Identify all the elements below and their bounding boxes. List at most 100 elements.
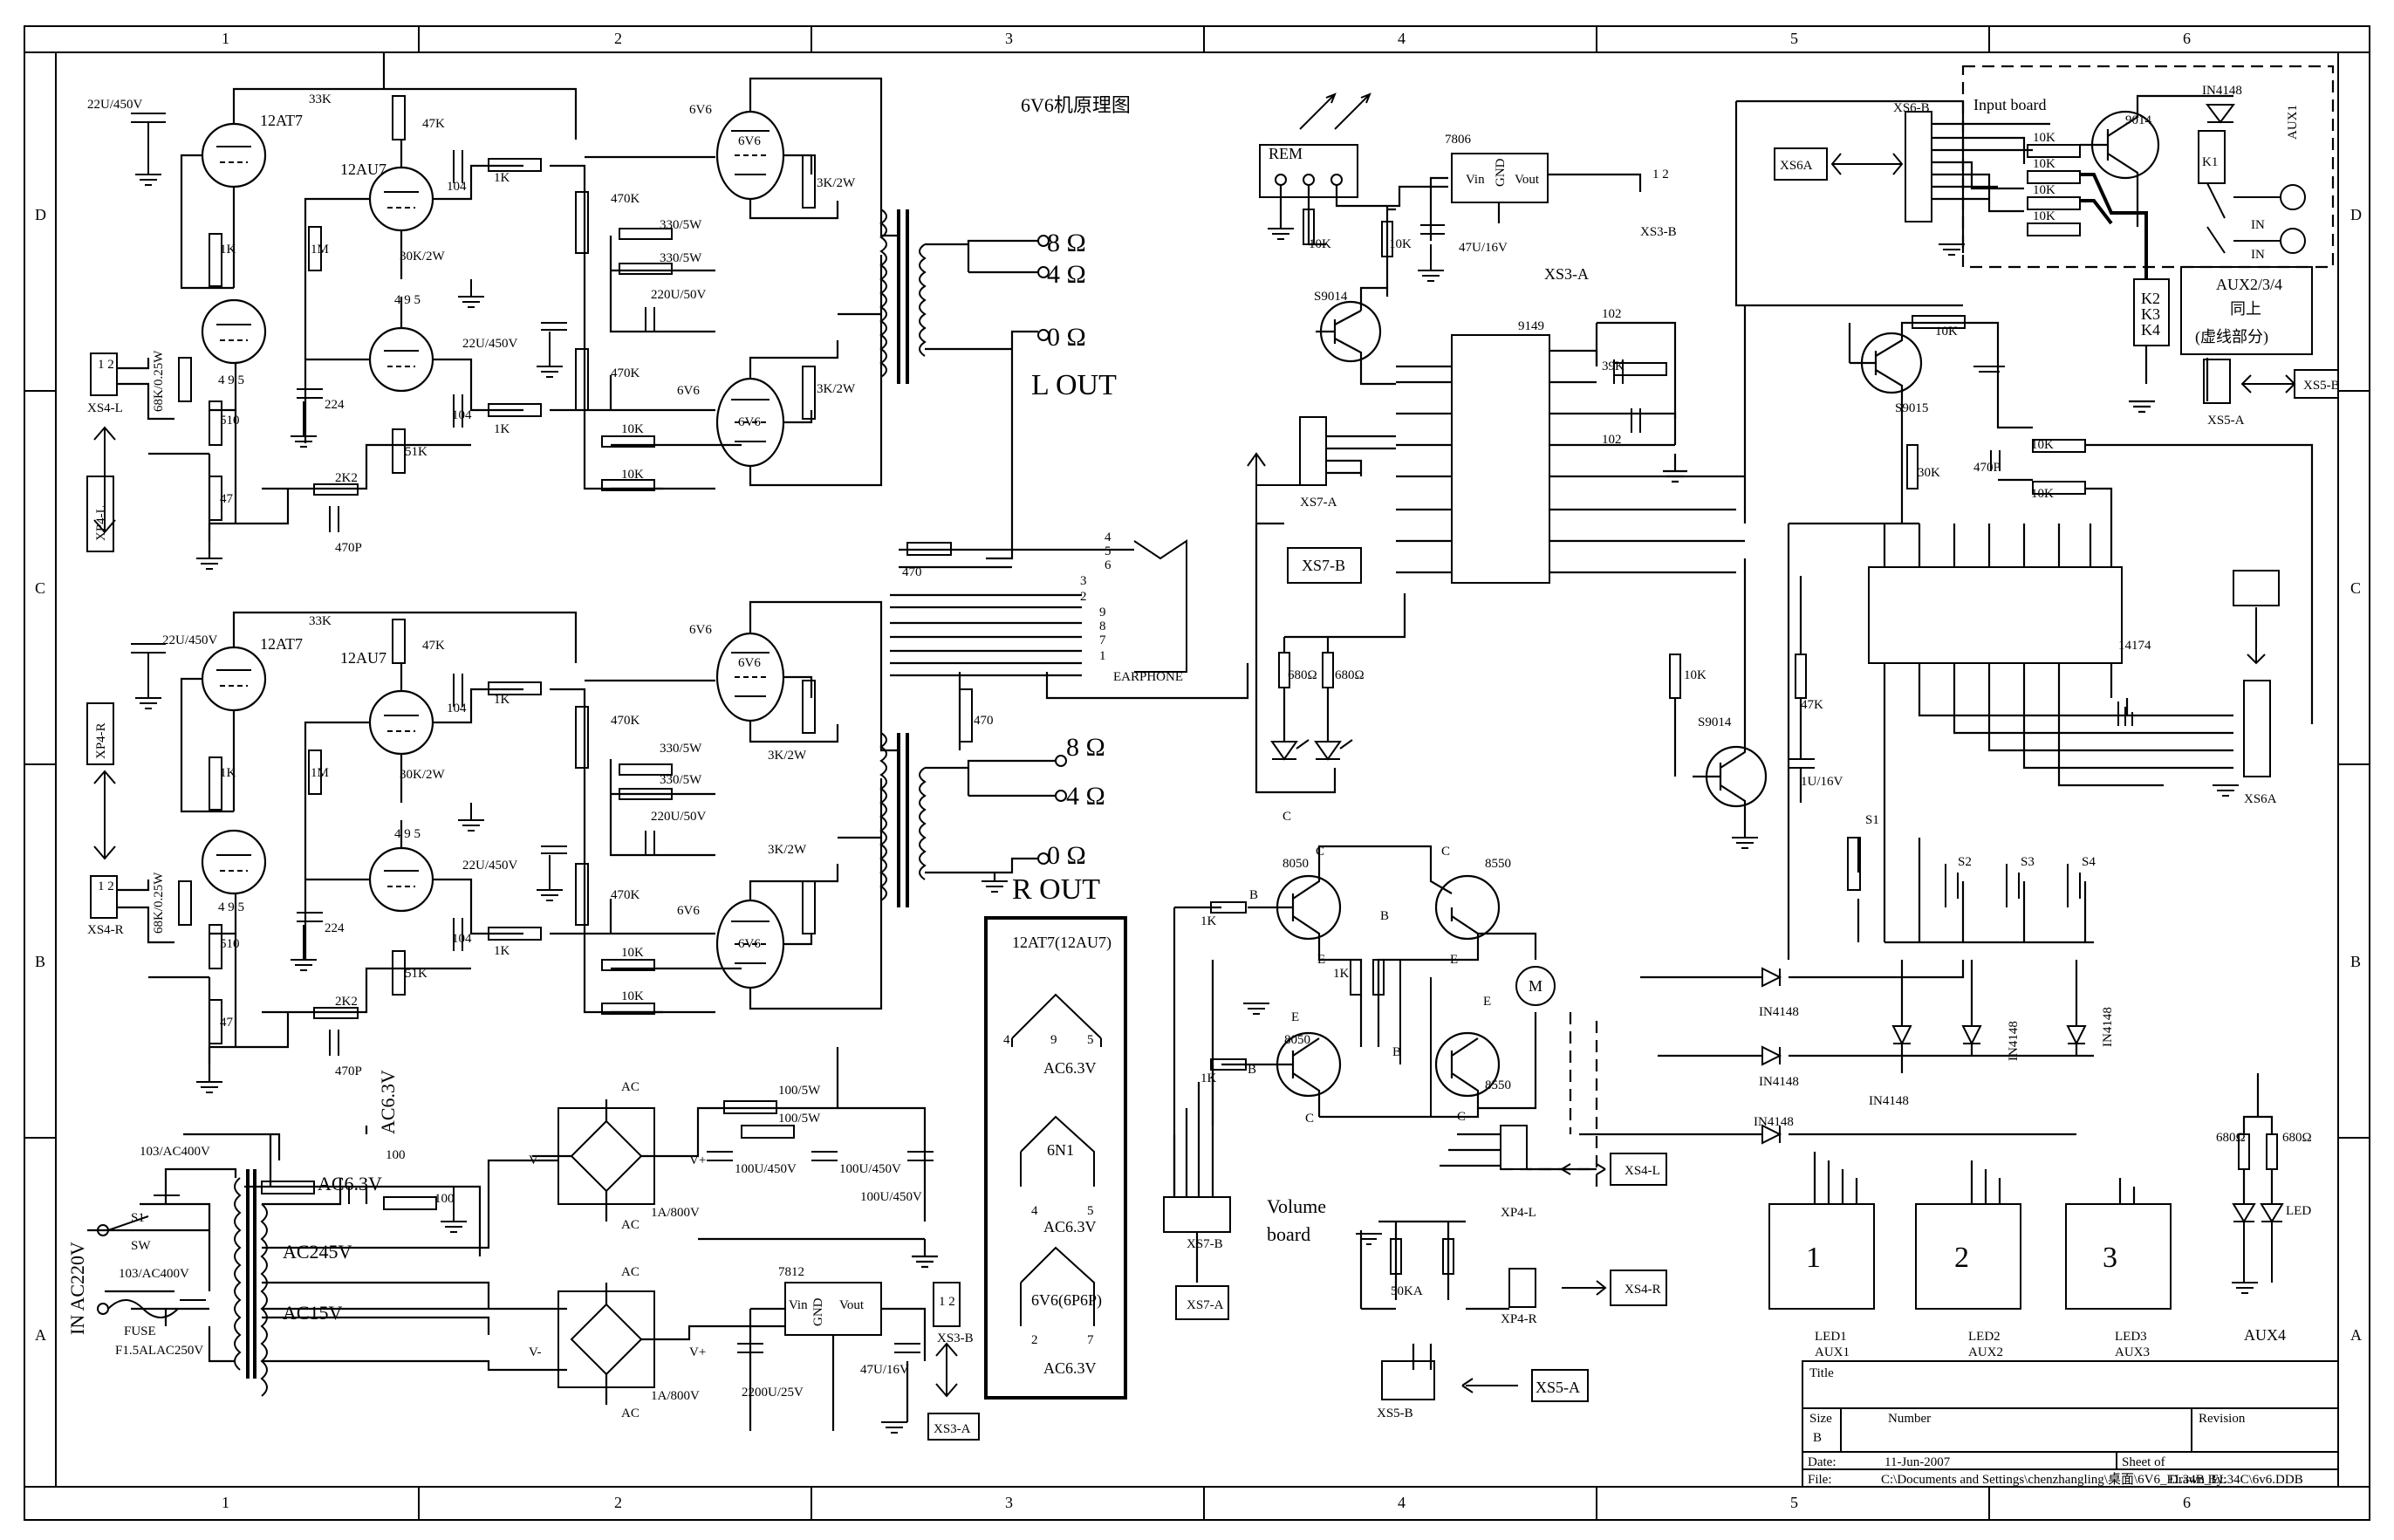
drawing-frame: [24, 25, 2370, 1521]
label: 33K: [309, 614, 332, 628]
label: 470K: [611, 192, 640, 206]
label: C: [1316, 845, 1324, 859]
label: 22U/450V: [162, 633, 218, 647]
label: 680Ω: [2216, 1131, 2246, 1145]
led-label: LED2: [1968, 1330, 2001, 1344]
tube-label: 12AT7: [260, 635, 303, 653]
label: 680Ω: [1288, 668, 1317, 682]
tb-title: Title: [1809, 1366, 1834, 1380]
pin: 1: [1099, 649, 1106, 663]
tube-6v6-l-1: [715, 110, 785, 201]
label: 100U/450V: [839, 1162, 901, 1176]
label: 103/AC400V: [119, 1267, 189, 1281]
label: 1K: [1333, 967, 1350, 981]
ic14174-and-switches: [1579, 315, 2314, 1145]
output-4ohm-l: 4 Ω: [1047, 260, 1086, 289]
pin: 5: [1087, 1204, 1094, 1218]
label: XS3-A: [934, 1422, 971, 1436]
label: XS7-B: [1187, 1237, 1223, 1251]
tube-label: 6V6: [677, 904, 700, 918]
label: 1A/800V: [651, 1389, 700, 1403]
left-channel-labels: 22U/450V 33K 47K 12AT7 12AU7 104 1K 470K…: [87, 92, 1117, 555]
label: V+: [689, 1153, 706, 1167]
label: REM: [1269, 145, 1303, 162]
label: XS7-A: [1300, 496, 1337, 510]
label: 22U/450V: [462, 859, 518, 873]
label: SW: [131, 1239, 151, 1253]
label: 1 2: [98, 880, 114, 893]
label: XS3-B: [1640, 225, 1677, 239]
earphone-label: EARPHONE: [1113, 670, 1183, 684]
label: S9014: [1314, 290, 1348, 304]
label: IN4148: [2202, 84, 2242, 98]
label: XS5-B: [2303, 379, 2340, 393]
label: 1K: [494, 693, 510, 707]
motor-drive: [1163, 845, 1667, 1402]
led-display-2: [1915, 1203, 2021, 1310]
label: 1K: [494, 171, 510, 185]
row-label: C: [35, 579, 45, 597]
col-label: 1: [222, 1494, 229, 1511]
label: 10K: [2033, 183, 2055, 197]
label: 51K: [405, 445, 428, 459]
label: 2200U/25V: [742, 1386, 804, 1400]
label: 224: [325, 921, 345, 935]
label: 30K/2W: [400, 768, 446, 782]
label: 1U/16V: [1801, 775, 1843, 789]
label: 1K: [1200, 914, 1217, 928]
tube-12at7-l-b: [201, 298, 267, 365]
label: 104: [447, 180, 467, 194]
pin: 9: [1099, 606, 1106, 619]
col-label: 6: [2183, 1494, 2191, 1511]
input-board-title: Input board: [1973, 96, 2046, 113]
pin: 6: [1105, 558, 1112, 572]
label: IN4148: [2101, 1007, 2115, 1047]
label: 30K/2W: [400, 250, 446, 264]
pin: 4: [1105, 530, 1112, 544]
tube-pinout-box: [984, 916, 1127, 1400]
label: XS4-L: [87, 401, 123, 415]
pin: 5: [1105, 544, 1112, 558]
led-aux: AUX2: [1968, 1345, 2003, 1359]
tube-label: 6V6: [689, 103, 712, 117]
label: 100: [434, 1192, 455, 1206]
label: LED: [2286, 1204, 2311, 1218]
label: 1 2: [98, 358, 114, 372]
label: 330/5W: [660, 218, 702, 232]
label: 47U/16V: [1459, 241, 1508, 255]
label: 102: [1602, 307, 1622, 321]
label: 330/5W: [660, 742, 702, 756]
label: 470: [902, 565, 922, 579]
pin: 2: [1080, 590, 1087, 604]
label: XS5-A: [1536, 1379, 1580, 1396]
label: C: [1441, 845, 1450, 859]
label: AC: [621, 1080, 640, 1094]
label: XS4-L: [1624, 1164, 1660, 1178]
label: 10K: [1389, 237, 1412, 251]
tube-12at7-l: [201, 122, 267, 188]
label: 10K: [2033, 131, 2055, 145]
label: (虚线部分): [2195, 328, 2268, 346]
motor-label: M: [1529, 977, 1542, 995]
tube-label: 6V6: [689, 623, 712, 637]
r-out-label: R OUT: [1012, 873, 1100, 906]
label: XP4-L: [94, 505, 108, 541]
label: 10K: [2033, 209, 2055, 223]
label: board: [1267, 1223, 1310, 1245]
label: 30K: [1918, 466, 1940, 480]
label: B: [1392, 1045, 1401, 1059]
label: 8050: [1282, 857, 1309, 871]
tube-label: 12AT7: [260, 112, 303, 129]
col-label: 5: [1790, 30, 1798, 47]
label: Vout: [1515, 173, 1540, 187]
row-label: A: [35, 1326, 46, 1344]
label: C: [1305, 1112, 1314, 1126]
output-8ohm-r: 8 Ω: [1066, 733, 1105, 762]
label: 1K: [1200, 1071, 1217, 1085]
label: 224: [325, 398, 345, 412]
label: 470P: [1973, 461, 2001, 475]
label: S4: [2082, 855, 2096, 869]
label: XP4-R: [1501, 1312, 1537, 1326]
label: 3K/2W: [817, 382, 856, 396]
label: Vin: [1466, 173, 1485, 187]
